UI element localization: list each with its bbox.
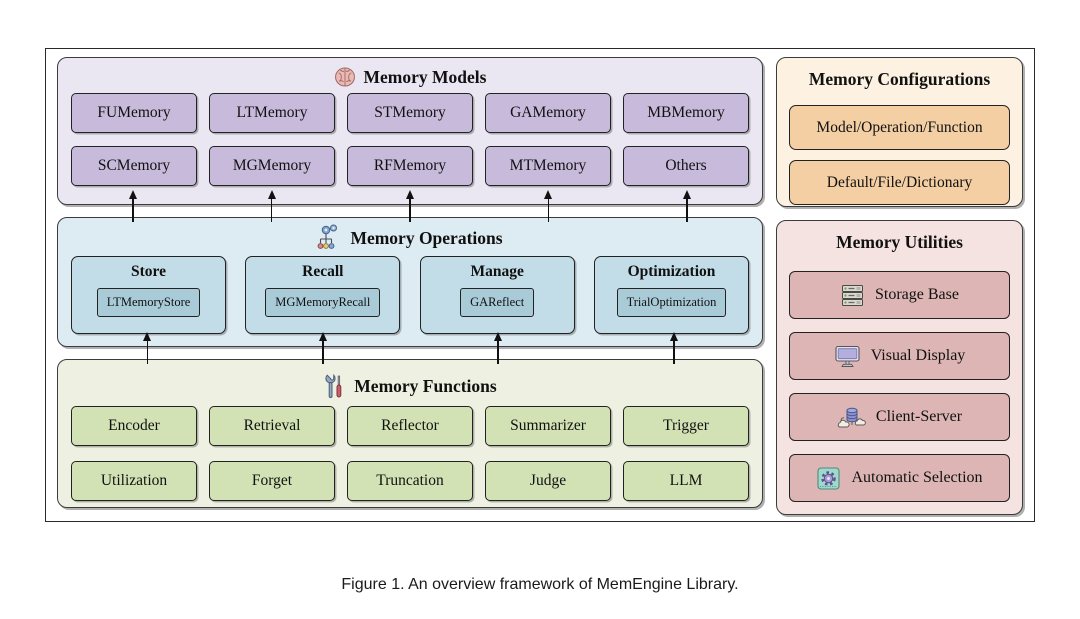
memory-operations-panel: Memory Operations Store LTMemoryStore Re… [57, 217, 763, 347]
client-server-icon [837, 407, 866, 427]
operation-label: Manage [470, 263, 524, 280]
memory-operations-header: Memory Operations [71, 220, 749, 256]
memory-models-row-2: SCMemory MGMemory RFMemory MTMemory Othe… [71, 146, 749, 186]
memory-utilities-title: Memory Utilities [836, 231, 963, 252]
function-box: LLM [623, 461, 749, 501]
operation-box-store: Store LTMemoryStore [71, 256, 226, 334]
auto-select-icon [817, 466, 841, 490]
model-box: MGMemory [209, 146, 335, 186]
up-arrow [267, 190, 277, 222]
model-box: MTMemory [485, 146, 611, 186]
operation-label: Store [130, 263, 166, 280]
operation-box-recall: Recall MGMemoryRecall [245, 256, 401, 334]
model-box: GAMemory [485, 93, 611, 133]
up-arrow [543, 190, 553, 222]
utility-box-automatic-selection: Automatic Selection [789, 454, 1010, 502]
configuration-box: Model/Operation/Function [789, 105, 1010, 150]
brain-icon [334, 67, 355, 87]
up-arrow [669, 332, 679, 364]
function-box: Retrieval [209, 406, 335, 446]
monitor-icon [835, 345, 860, 367]
utility-label: Client-Server [875, 408, 963, 425]
memory-models-row-1: FUMemory LTMemory STMemory GAMemory MBMe… [71, 93, 749, 133]
function-box: Forget [209, 461, 335, 501]
operation-example-box: GAReflect [460, 287, 535, 317]
function-box: Summarizer [485, 406, 611, 446]
server-stack-icon [842, 284, 863, 306]
utility-label: Visual Display [870, 347, 966, 364]
memory-utilities-header: Memory Utilities [789, 226, 1010, 258]
arrows-functions-to-operations [57, 332, 763, 364]
tools-icon [325, 373, 342, 398]
model-box: Others [623, 146, 749, 186]
operation-example-box: LTMemoryStore [96, 287, 201, 317]
operation-example-box: TrialOptimization [616, 287, 727, 317]
memory-operations-row: Store LTMemoryStore Recall MGMemoryRecal… [71, 256, 749, 334]
memory-models-title: Memory Models [363, 66, 487, 87]
model-box: MBMemory [623, 93, 749, 133]
up-arrow [682, 190, 692, 222]
operation-box-manage: Manage GAReflect [419, 256, 575, 334]
memory-configurations-panel: Memory Configurations Model/Operation/Fu… [776, 57, 1023, 207]
operation-label: Optimization [627, 263, 716, 280]
memory-functions-title: Memory Functions [354, 375, 497, 396]
function-box: Trigger [623, 406, 749, 446]
memory-configurations-title: Memory Configurations [808, 68, 991, 89]
memory-functions-row-2: Utilization Forget Truncation Judge LLM [71, 461, 749, 501]
right-column: Memory Configurations Model/Operation/Fu… [776, 57, 1023, 515]
up-arrow [318, 332, 328, 364]
figure-frame: Memory Models FUMemory LTMemory STMemory… [45, 48, 1035, 522]
model-box: LTMemory [209, 93, 335, 133]
up-arrow [128, 190, 138, 222]
utility-box-visual-display: Visual Display [789, 332, 1010, 380]
utility-box-storage-base: Storage Base [789, 271, 1010, 319]
utility-label: Automatic Selection [851, 469, 983, 486]
memory-functions-panel: Memory Functions Encoder Retrieval Refle… [57, 359, 763, 508]
model-box: RFMemory [347, 146, 473, 186]
utility-box-client-server: Client-Server [789, 393, 1010, 441]
memory-functions-header: Memory Functions [71, 366, 749, 406]
configuration-box: Default/File/Dictionary [789, 160, 1010, 205]
up-arrow [142, 332, 152, 364]
operation-example-box: MGMemoryRecall [265, 287, 381, 317]
memory-functions-row-1: Encoder Retrieval Reflector Summarizer T… [71, 406, 749, 446]
function-box: Truncation [347, 461, 473, 501]
operation-label: Recall [302, 263, 344, 280]
function-box: Reflector [347, 406, 473, 446]
memory-models-header: Memory Models [71, 61, 749, 93]
model-box: STMemory [347, 93, 473, 133]
up-arrow [493, 332, 503, 364]
memory-configurations-header: Memory Configurations [789, 63, 1010, 95]
function-box: Utilization [71, 461, 197, 501]
utility-label: Storage Base [875, 286, 959, 303]
model-box: FUMemory [71, 93, 197, 133]
figure-caption: Figure 1. An overview framework of MemEn… [341, 576, 739, 593]
function-box: Encoder [71, 406, 197, 446]
left-column: Memory Models FUMemory LTMemory STMemory… [57, 57, 763, 508]
memory-operations-title: Memory Operations [350, 227, 503, 248]
model-box: SCMemory [71, 146, 197, 186]
gears-workflow-icon [318, 224, 338, 249]
function-box: Judge [485, 461, 611, 501]
memory-utilities-panel: Memory Utilities Storage Base [776, 220, 1023, 515]
memory-models-panel: Memory Models FUMemory LTMemory STMemory… [57, 57, 763, 205]
operation-box-optimization: Optimization TrialOptimization [593, 256, 749, 334]
arrows-operations-to-models [57, 190, 763, 222]
up-arrow [405, 190, 415, 222]
